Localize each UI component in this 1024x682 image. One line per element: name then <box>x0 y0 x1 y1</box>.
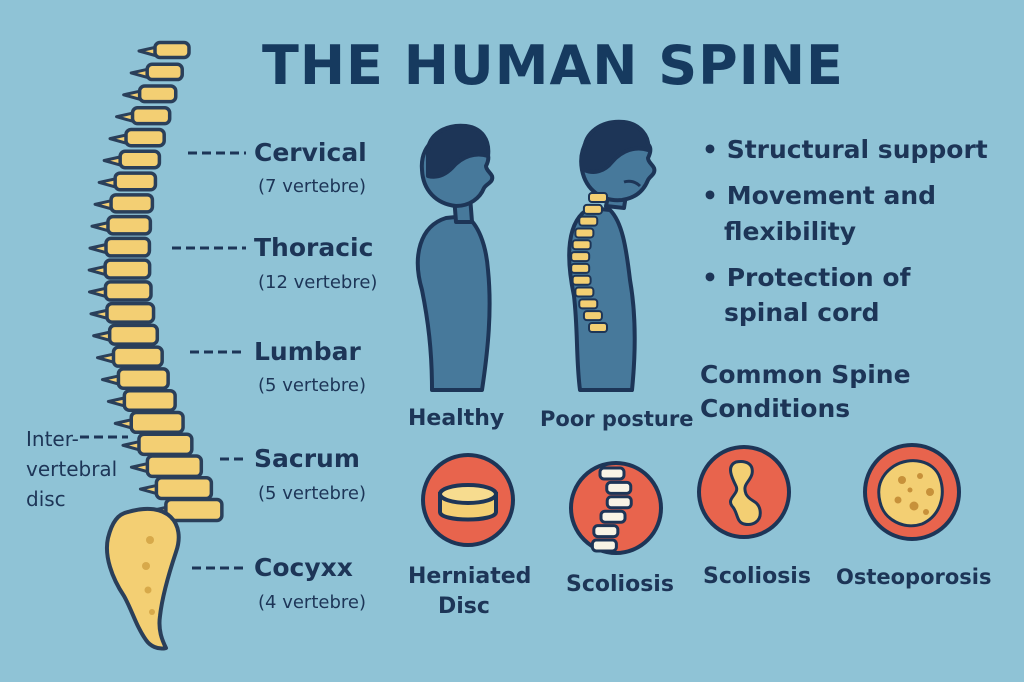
condition-caption-scoliosis-1: Scoliosis <box>566 572 674 597</box>
vertebra <box>154 475 214 501</box>
condition-caption-herniated-2: Disc <box>438 594 490 619</box>
poor-posture-vertebra <box>570 251 591 263</box>
region-count-coccyx: (4 vertebre) <box>258 592 366 613</box>
scoliosis-vertebra <box>592 524 620 539</box>
vertebra <box>106 214 153 236</box>
poor-posture-vertebra <box>578 215 599 227</box>
region-label-coccyx: Cocyxx <box>254 553 353 582</box>
poor-posture-spine <box>570 192 608 333</box>
poor-posture-vertebra <box>574 286 595 298</box>
disc-label-line2: vertebral <box>26 457 118 481</box>
poor-posture-figure <box>567 119 657 392</box>
spine-column-illustration <box>87 40 224 523</box>
condition-caption-scoliosis-2: Scoliosis <box>703 564 811 589</box>
vertebra <box>111 345 164 368</box>
poor-posture-vertebra <box>582 310 603 322</box>
disc-label-line1: Inter- <box>26 427 79 451</box>
poor-posture-vertebra <box>588 192 608 203</box>
function-bullet-1: • Structural support <box>702 135 988 164</box>
vertebra <box>122 388 177 413</box>
healthy-caption: Healthy <box>408 406 505 431</box>
vertebra <box>107 323 160 346</box>
vertebra <box>113 171 158 192</box>
sacrum-coccyx-illustration <box>105 506 181 651</box>
poor-posture-caption: Poor posture <box>540 407 694 431</box>
scoliosis-vertebra <box>605 495 633 510</box>
region-count-lumbar: (5 vertebre) <box>258 375 366 396</box>
function-text-2a: Movement and <box>726 181 937 210</box>
region-label-thoracic: Thoracic <box>254 233 374 262</box>
scoliosis-vertebra <box>598 466 626 481</box>
scoliosis-icon <box>569 461 663 555</box>
function-bullet-2: • Movement and <box>702 181 937 210</box>
region-label-sacrum: Sacrum <box>254 444 360 473</box>
vertebra <box>104 236 152 258</box>
function-bullet-3: • Protection of <box>702 263 911 292</box>
region-label-cervical: Cervical <box>254 138 367 167</box>
condition-caption-herniated-1: Herniated <box>408 564 532 589</box>
conditions-heading-line2: Conditions <box>700 394 851 423</box>
scoliosis-vertebra <box>605 480 633 495</box>
condition-caption-osteoporosis: Osteoporosis <box>836 565 992 589</box>
function-text-3a: Protection of <box>726 263 911 292</box>
poor-posture-vertebra <box>574 227 595 239</box>
scoliosis-curved-spine-icon <box>697 445 791 539</box>
herniated-disc-icon <box>421 453 515 547</box>
vertebra <box>137 84 178 104</box>
region-leader-lines <box>80 151 246 570</box>
osteoporosis-icon <box>863 443 961 541</box>
poor-posture-vertebra <box>571 239 592 251</box>
region-count-cervical: (7 vertebre) <box>258 176 366 197</box>
vertebra <box>145 454 204 479</box>
scoliosis-vertebra <box>599 509 627 524</box>
region-label-lumbar: Lumbar <box>254 337 361 366</box>
poor-posture-vertebra <box>582 203 603 215</box>
vertebra <box>164 497 224 523</box>
poor-posture-vertebra <box>588 322 608 333</box>
disc-label-line3: disc <box>26 487 66 511</box>
region-count-thoracic: (12 vertebre) <box>258 272 378 293</box>
vertebra <box>109 193 155 214</box>
vertebra <box>130 106 172 126</box>
vertebra <box>145 62 184 82</box>
vertebra <box>103 258 152 280</box>
conditions-heading-line1: Common Spine <box>700 360 911 389</box>
poor-posture-vertebra <box>571 274 592 286</box>
vertebra <box>129 410 185 435</box>
poor-posture-vertebra <box>578 298 599 310</box>
region-count-sacrum: (5 vertebre) <box>258 483 366 504</box>
vertebra <box>118 149 162 170</box>
vertebra <box>103 280 153 302</box>
healthy-posture-figure <box>415 123 495 392</box>
poor-posture-vertebra <box>570 262 591 274</box>
page-title: THE HUMAN SPINE <box>262 34 844 97</box>
function-text-3b: spinal cord <box>724 298 880 327</box>
scoliosis-vertebra <box>590 538 618 553</box>
vertebra <box>116 367 170 390</box>
vertebra <box>105 301 156 324</box>
function-text-2b: flexibility <box>724 217 857 246</box>
function-text-1: Structural support <box>726 135 988 164</box>
vertebra <box>137 432 194 457</box>
vertebra <box>153 40 191 60</box>
vertebra <box>124 127 166 148</box>
